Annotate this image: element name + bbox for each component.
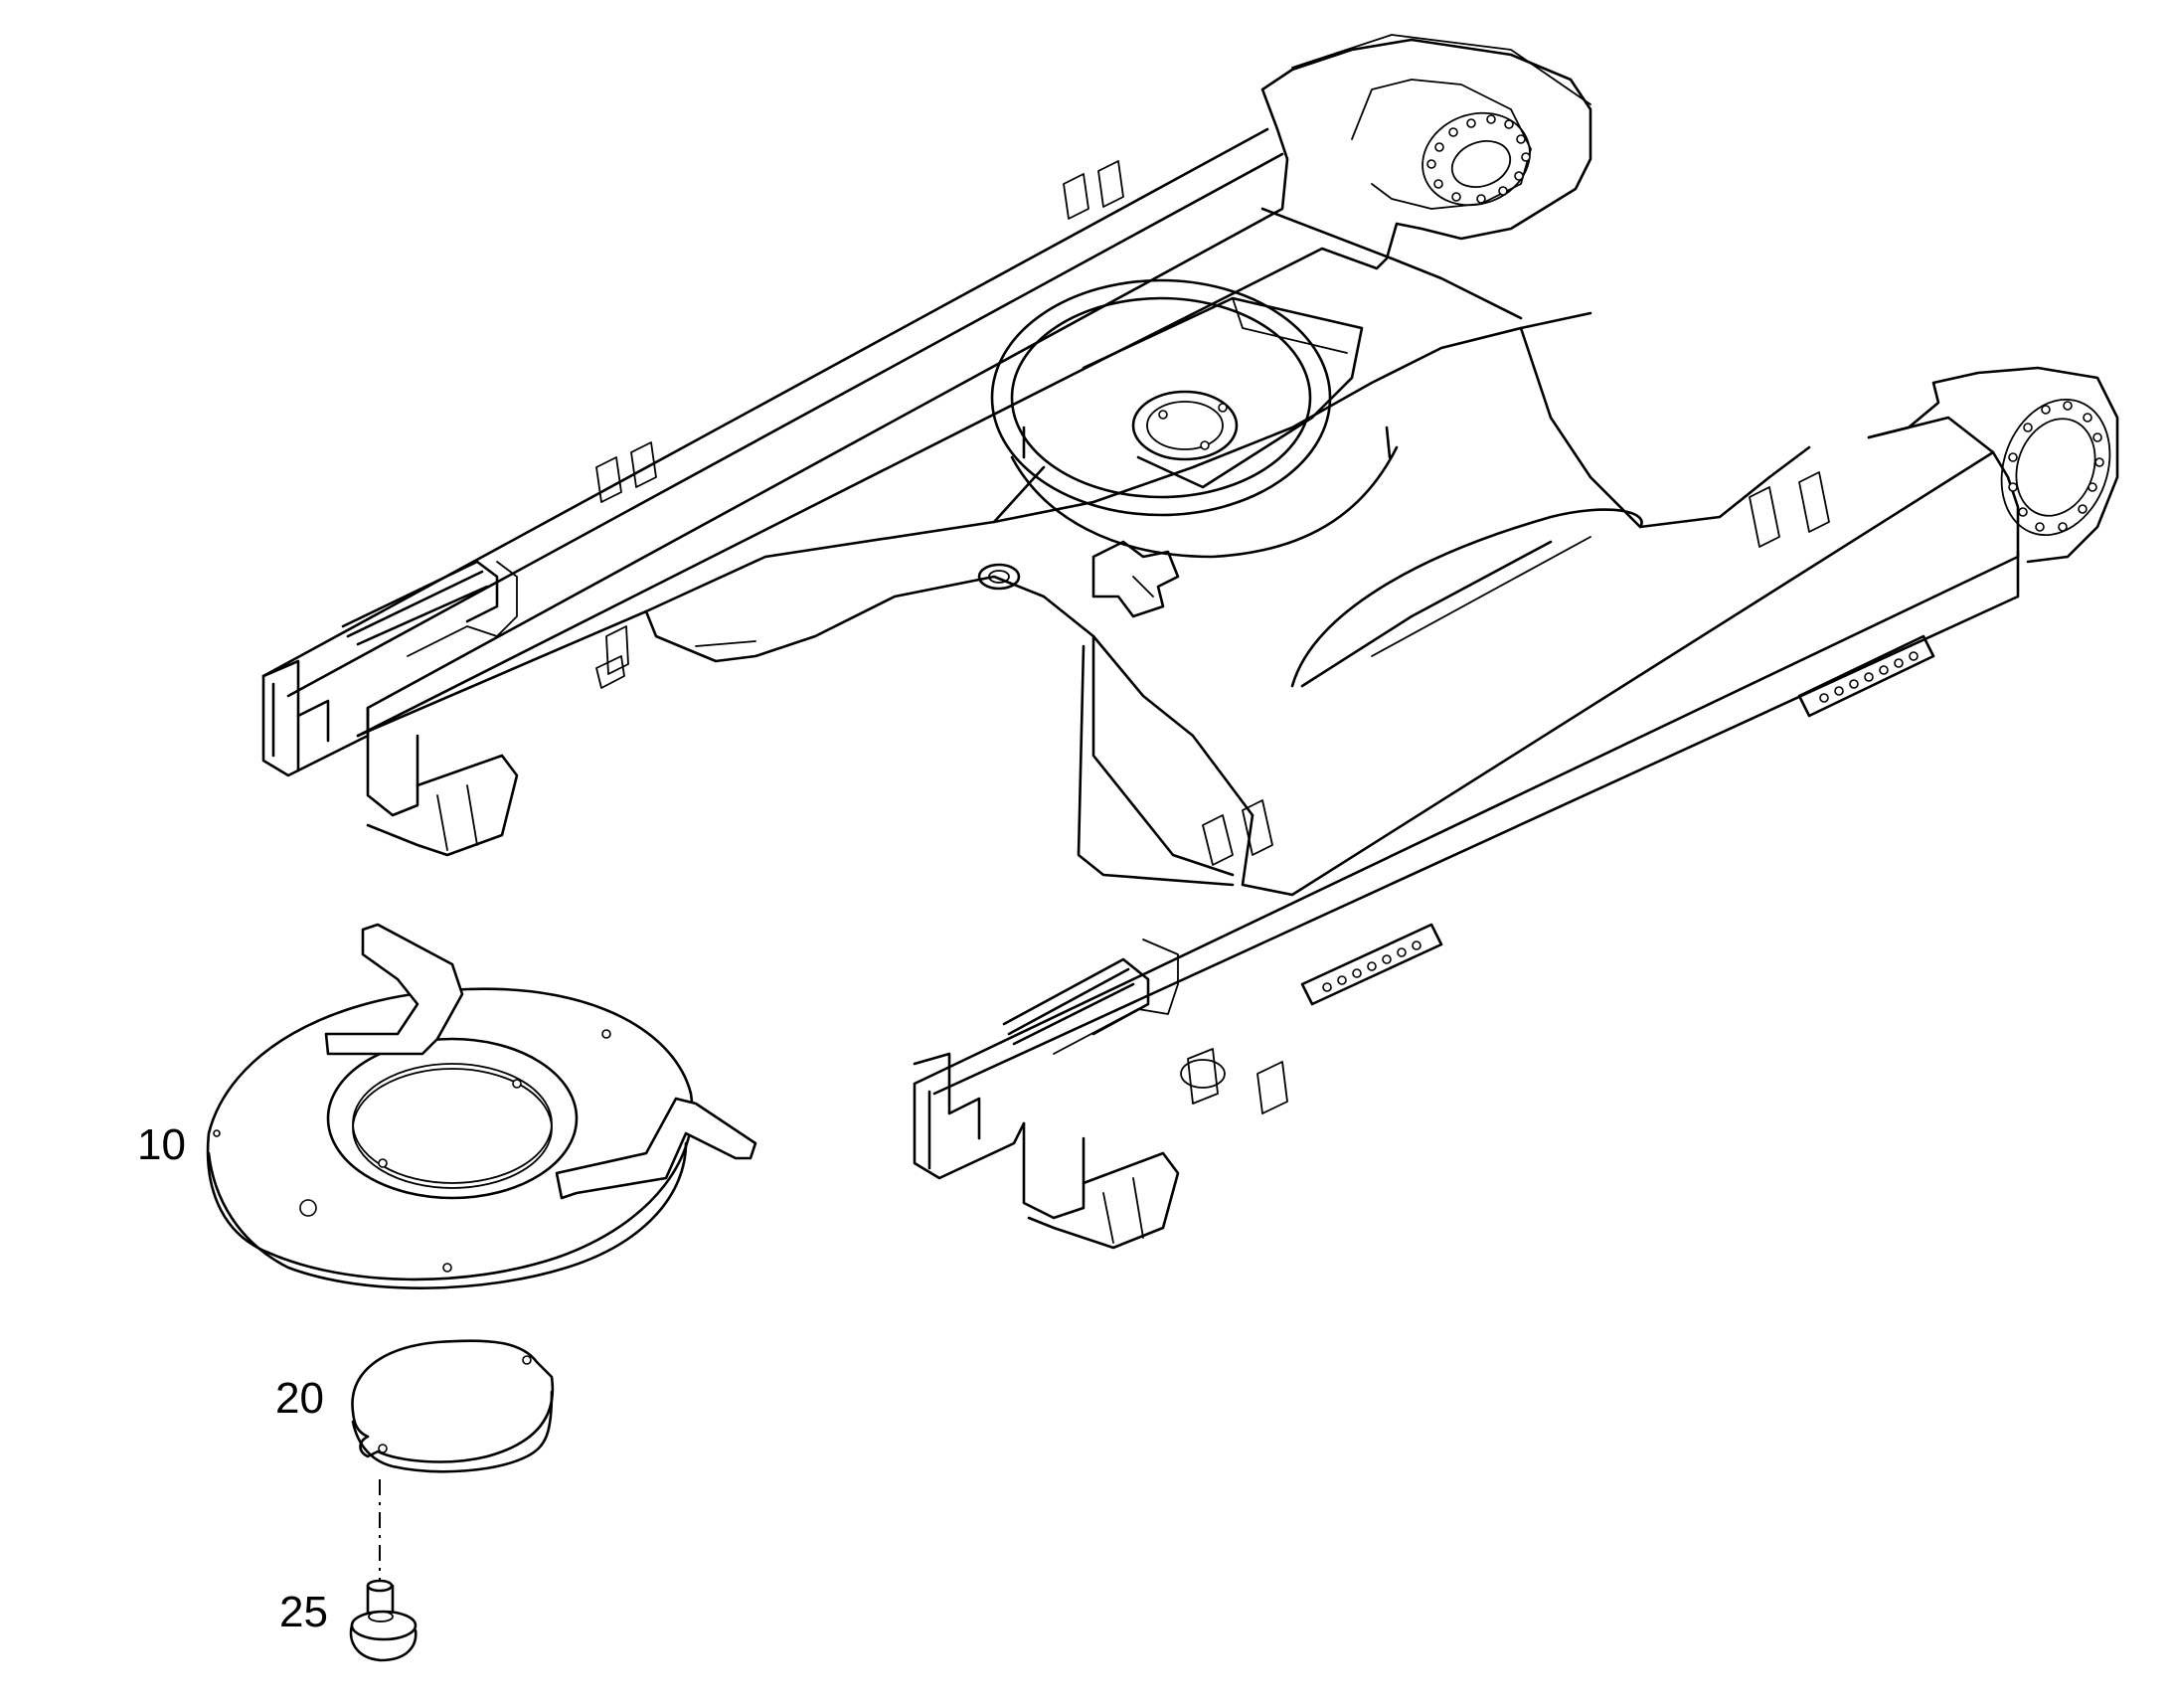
part-number-label: 25 [279, 1588, 328, 1636]
part-20-small-cover [351, 1339, 555, 1473]
part-25-bolt [349, 1479, 418, 1662]
undercarriage-frame [261, 34, 2119, 1250]
part-number-label: 20 [275, 1374, 324, 1423]
part-10-cover-plate [206, 923, 757, 1289]
part-number-label: 10 [137, 1120, 186, 1169]
